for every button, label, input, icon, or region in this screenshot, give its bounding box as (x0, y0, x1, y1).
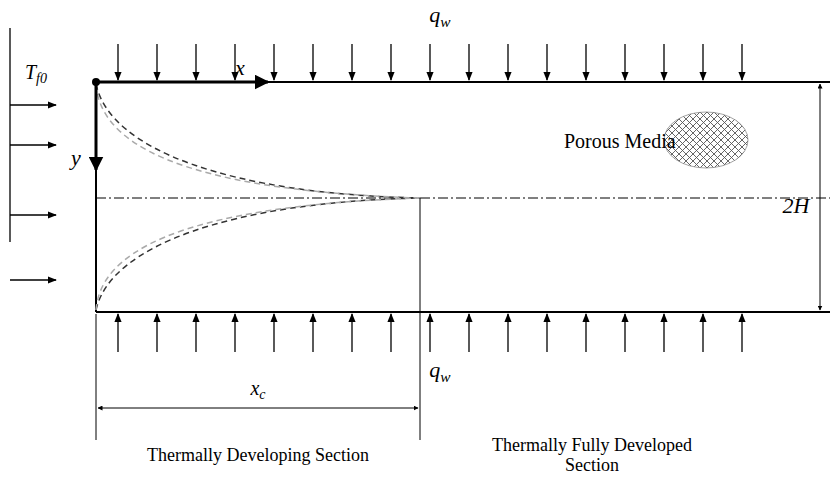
dimension-label: xc (250, 377, 265, 403)
heat-flux-arrows (118, 44, 742, 352)
channel-walls (96, 82, 830, 312)
inlet-temperature: Tf0 (25, 61, 47, 87)
axis-label: y (71, 146, 81, 170)
height-dimension (820, 84, 821, 310)
centerline (96, 198, 830, 199)
axis-label: x (235, 56, 245, 80)
section-label: Thermally Developing Section (143, 446, 373, 466)
region-label: Porous Media (564, 130, 676, 152)
thermal-boundary-layer (96, 84, 420, 310)
inflow-arrows (10, 28, 56, 280)
porous-channel: Porous Media (96, 82, 830, 312)
origin-dot (92, 78, 100, 86)
heat-flux-label: qw (429, 3, 450, 31)
porous-sample (664, 112, 748, 168)
section-dimension (96, 198, 420, 440)
section-label: Thermally Fully Developed Section (477, 436, 707, 476)
heat-flux-label: qw (429, 358, 450, 386)
axes (96, 82, 268, 170)
dimension-label: 2H (783, 194, 810, 218)
